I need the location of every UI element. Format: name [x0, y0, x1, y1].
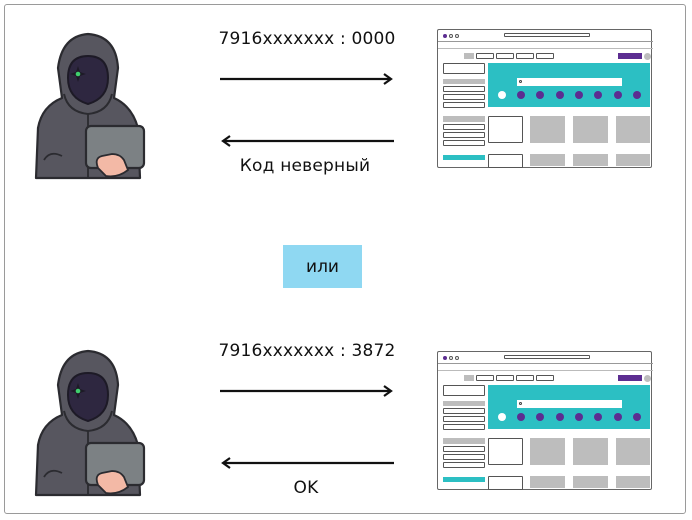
card: [488, 116, 523, 143]
hooded-hacker-icon: [34, 349, 146, 497]
dot-icon: [455, 356, 459, 360]
sidebar-item: [443, 132, 485, 138]
toolbar-divider: [438, 41, 653, 42]
sidebar-box: [443, 385, 485, 396]
nav-logo: [464, 375, 474, 381]
category-dot: [498, 91, 506, 99]
sidebar-item: [443, 94, 485, 100]
sidebar-item: [443, 416, 485, 422]
address-bar: [504, 33, 590, 37]
login-button: [618, 53, 642, 59]
card: [488, 438, 523, 465]
nav-item: [516, 53, 534, 59]
category-dot: [575, 413, 583, 421]
category-dot: [517, 91, 525, 99]
nav-item: [516, 375, 534, 381]
nav-item: [496, 375, 514, 381]
sidebar-item: [443, 446, 485, 452]
hacker-illustration-bottom: [28, 345, 148, 500]
sidebar-item: [443, 124, 485, 130]
hooded-hacker-icon: [34, 32, 146, 180]
search-icon: [519, 402, 522, 405]
card: [573, 116, 608, 143]
search-bar: [517, 78, 622, 86]
category-dot: [517, 413, 525, 421]
sidebar-header: [443, 401, 485, 406]
nav-item: [496, 53, 514, 59]
toolbar-divider: [438, 370, 653, 371]
website-mockup-top: [437, 29, 653, 168]
sidebar-header: [443, 438, 485, 444]
category-dot: [536, 91, 544, 99]
sidebar-item: [443, 102, 485, 108]
nav-item: [536, 375, 554, 381]
avatar: [644, 53, 651, 60]
sidebar-item: [443, 408, 485, 414]
category-dot: [633, 413, 641, 421]
nav-item: [476, 53, 494, 59]
card: [573, 154, 608, 166]
sidebar-button: [443, 477, 485, 482]
diagram-frame: [4, 4, 686, 514]
dot-icon: [443, 34, 447, 38]
category-dot: [594, 413, 602, 421]
card: [573, 476, 608, 488]
request-text-top: 7916xxxxxxx : 0000: [218, 29, 396, 49]
nav-logo: [464, 53, 474, 59]
card: [530, 116, 565, 143]
dot-icon: [449, 356, 453, 360]
card: [573, 438, 608, 465]
dot-icon: [455, 34, 459, 38]
card: [616, 476, 650, 488]
sidebar-item: [443, 86, 485, 92]
card: [616, 116, 650, 143]
nav-item: [476, 375, 494, 381]
category-dot: [633, 91, 641, 99]
card: [616, 438, 650, 465]
category-dot: [498, 413, 506, 421]
sidebar-box: [443, 63, 485, 74]
search-icon: [519, 80, 522, 83]
card: [530, 438, 565, 465]
card: [616, 154, 650, 166]
nav-item: [536, 53, 554, 59]
toolbar-divider: [438, 363, 653, 364]
response-text-top: Код неверный: [239, 156, 371, 176]
hacker-illustration-top: [28, 28, 148, 183]
sidebar-item: [443, 140, 485, 146]
address-bar: [504, 355, 590, 359]
avatar: [644, 375, 651, 382]
card: [530, 154, 565, 166]
toolbar-divider: [438, 48, 653, 49]
sidebar-button: [443, 155, 485, 160]
category-dot: [556, 91, 564, 99]
arrow-left-icon: [221, 135, 394, 147]
sidebar-item: [443, 424, 485, 430]
sidebar-header: [443, 79, 485, 84]
arrow-right-icon: [220, 385, 393, 397]
response-text-bottom: OK: [293, 478, 319, 498]
or-label: или: [306, 256, 339, 277]
category-dot: [614, 91, 622, 99]
request-text-bottom: 7916xxxxxxx : 3872: [218, 341, 396, 361]
dot-icon: [449, 34, 453, 38]
category-dot: [614, 413, 622, 421]
category-dot: [536, 413, 544, 421]
sidebar-item: [443, 454, 485, 460]
arrow-left-icon: [221, 457, 394, 469]
website-mockup-bottom: [437, 351, 653, 490]
card: [488, 154, 523, 168]
card: [488, 476, 523, 490]
category-dot: [594, 91, 602, 99]
dot-icon: [443, 356, 447, 360]
arrow-right-icon: [220, 73, 393, 85]
search-bar: [517, 400, 622, 408]
sidebar-header: [443, 116, 485, 122]
category-dot: [556, 413, 564, 421]
card: [530, 476, 565, 488]
or-separator: или: [283, 245, 362, 288]
login-button: [618, 375, 642, 381]
sidebar-item: [443, 462, 485, 468]
category-dot: [575, 91, 583, 99]
